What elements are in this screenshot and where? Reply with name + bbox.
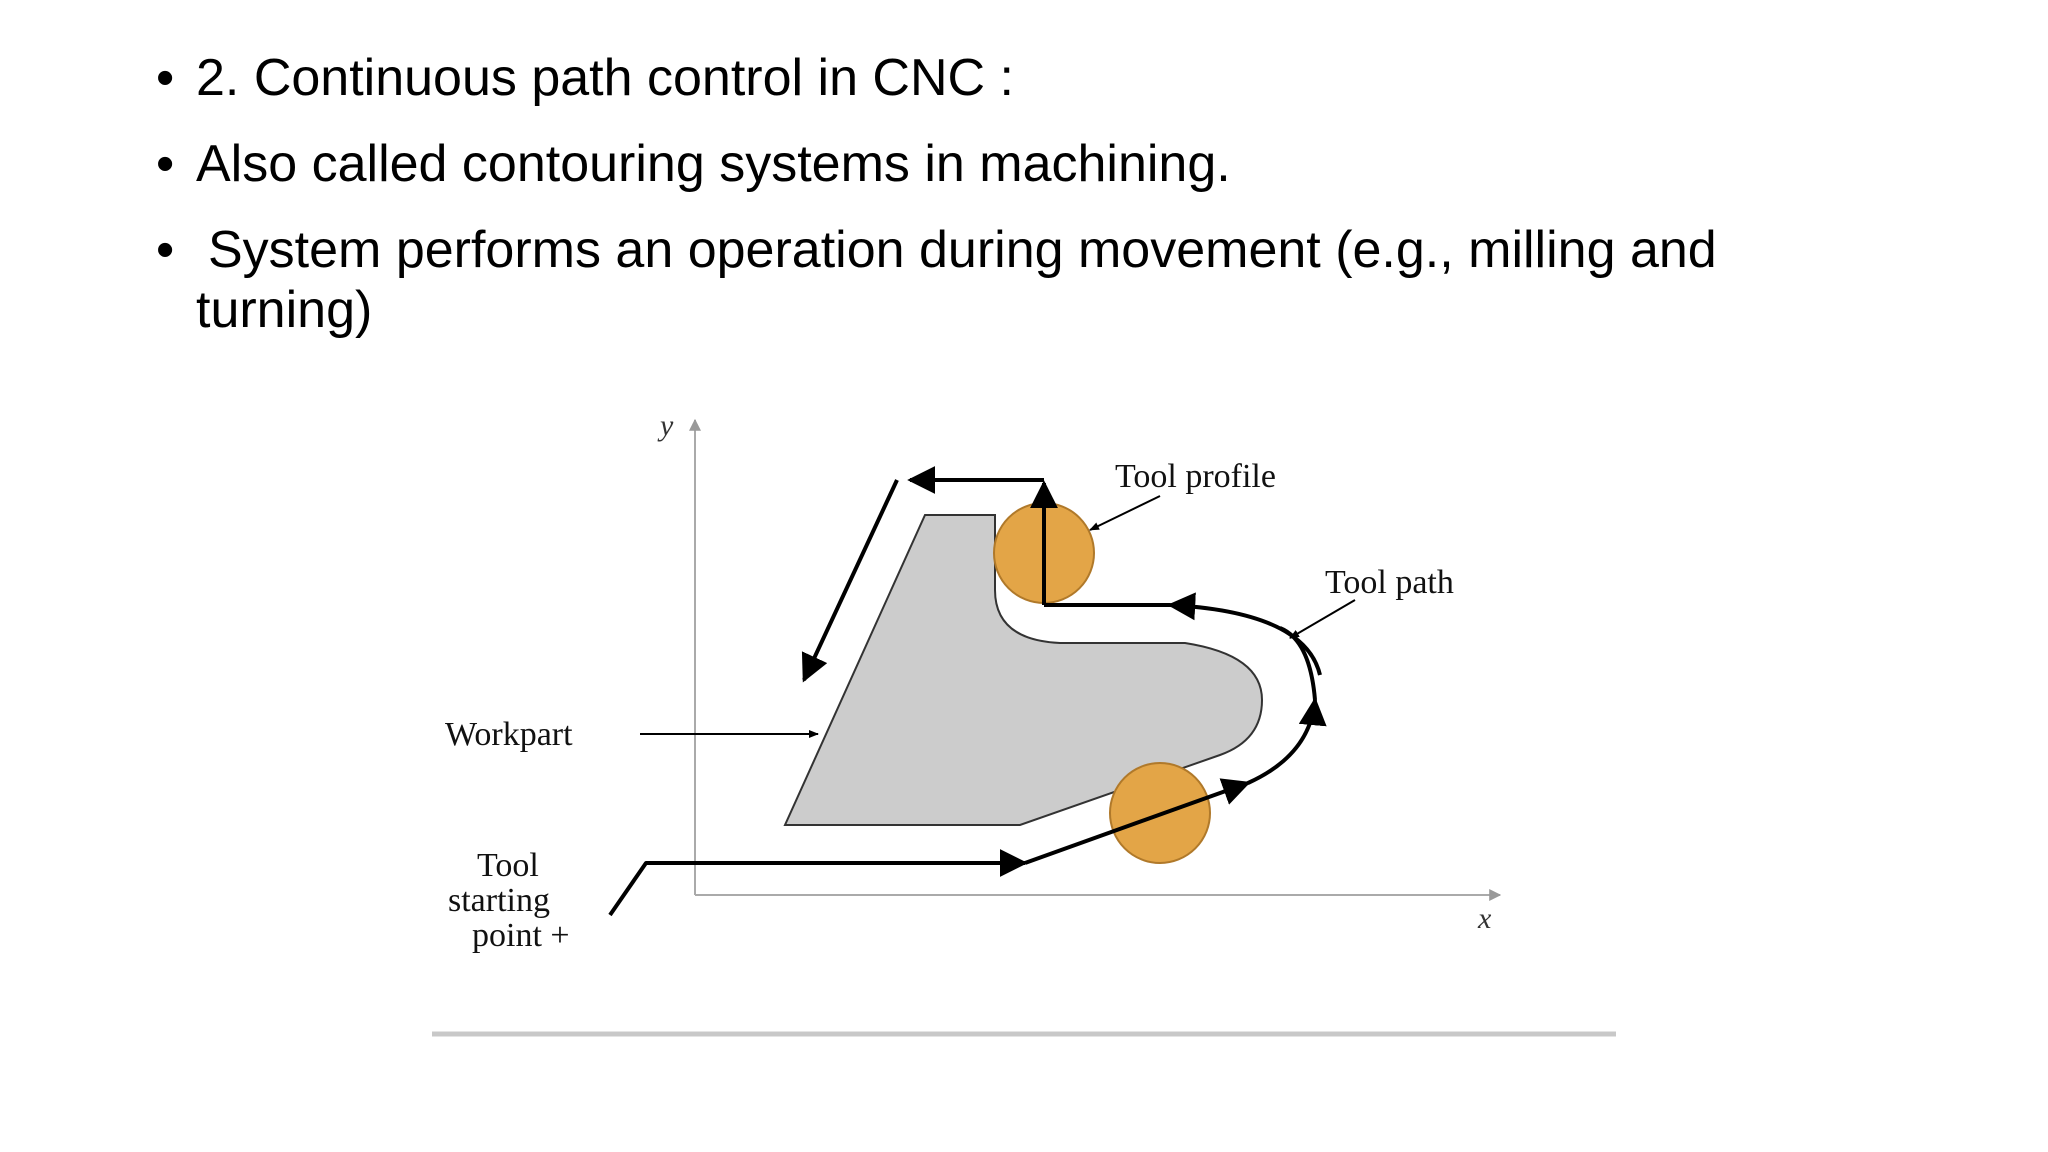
bullet-dot-icon: •: [156, 49, 175, 107]
bullet-text-continuation: turning): [196, 281, 373, 339]
workpart-shape: [783, 514, 1264, 826]
bullet-dot-icon: •: [156, 135, 175, 193]
tool-path-leader: [1289, 599, 1356, 639]
workpart-label: Workpart: [445, 716, 573, 753]
tool-start-label-line1: Tool: [477, 847, 539, 884]
bullet-text: System performs an operation during move…: [208, 221, 1717, 279]
tool-path-label: Tool path: [1325, 564, 1454, 601]
bullet-item: • Also called contouring systems in mach…: [154, 134, 1914, 194]
bullet-item: • System performs an operation during mo…: [154, 220, 1914, 340]
bullet-text: 2. Continuous path control in CNC :: [196, 49, 1014, 107]
tool-profile-label: Tool profile: [1115, 458, 1276, 495]
x-axis-label: x: [1477, 902, 1492, 935]
bullet-list: • 2. Continuous path control in CNC : • …: [154, 48, 1914, 366]
y-axis-label: y: [657, 409, 674, 442]
tool-profile-leader: [1089, 495, 1161, 531]
tool-start-label-line3: point +: [472, 917, 570, 954]
bullet-dot-icon: •: [156, 221, 175, 279]
bullet-text: Also called contouring systems in machin…: [196, 135, 1231, 193]
tool-path: [608, 466, 1327, 917]
bullet-item: • 2. Continuous path control in CNC :: [154, 48, 1914, 108]
tool-start-label-line2: starting: [448, 882, 550, 919]
